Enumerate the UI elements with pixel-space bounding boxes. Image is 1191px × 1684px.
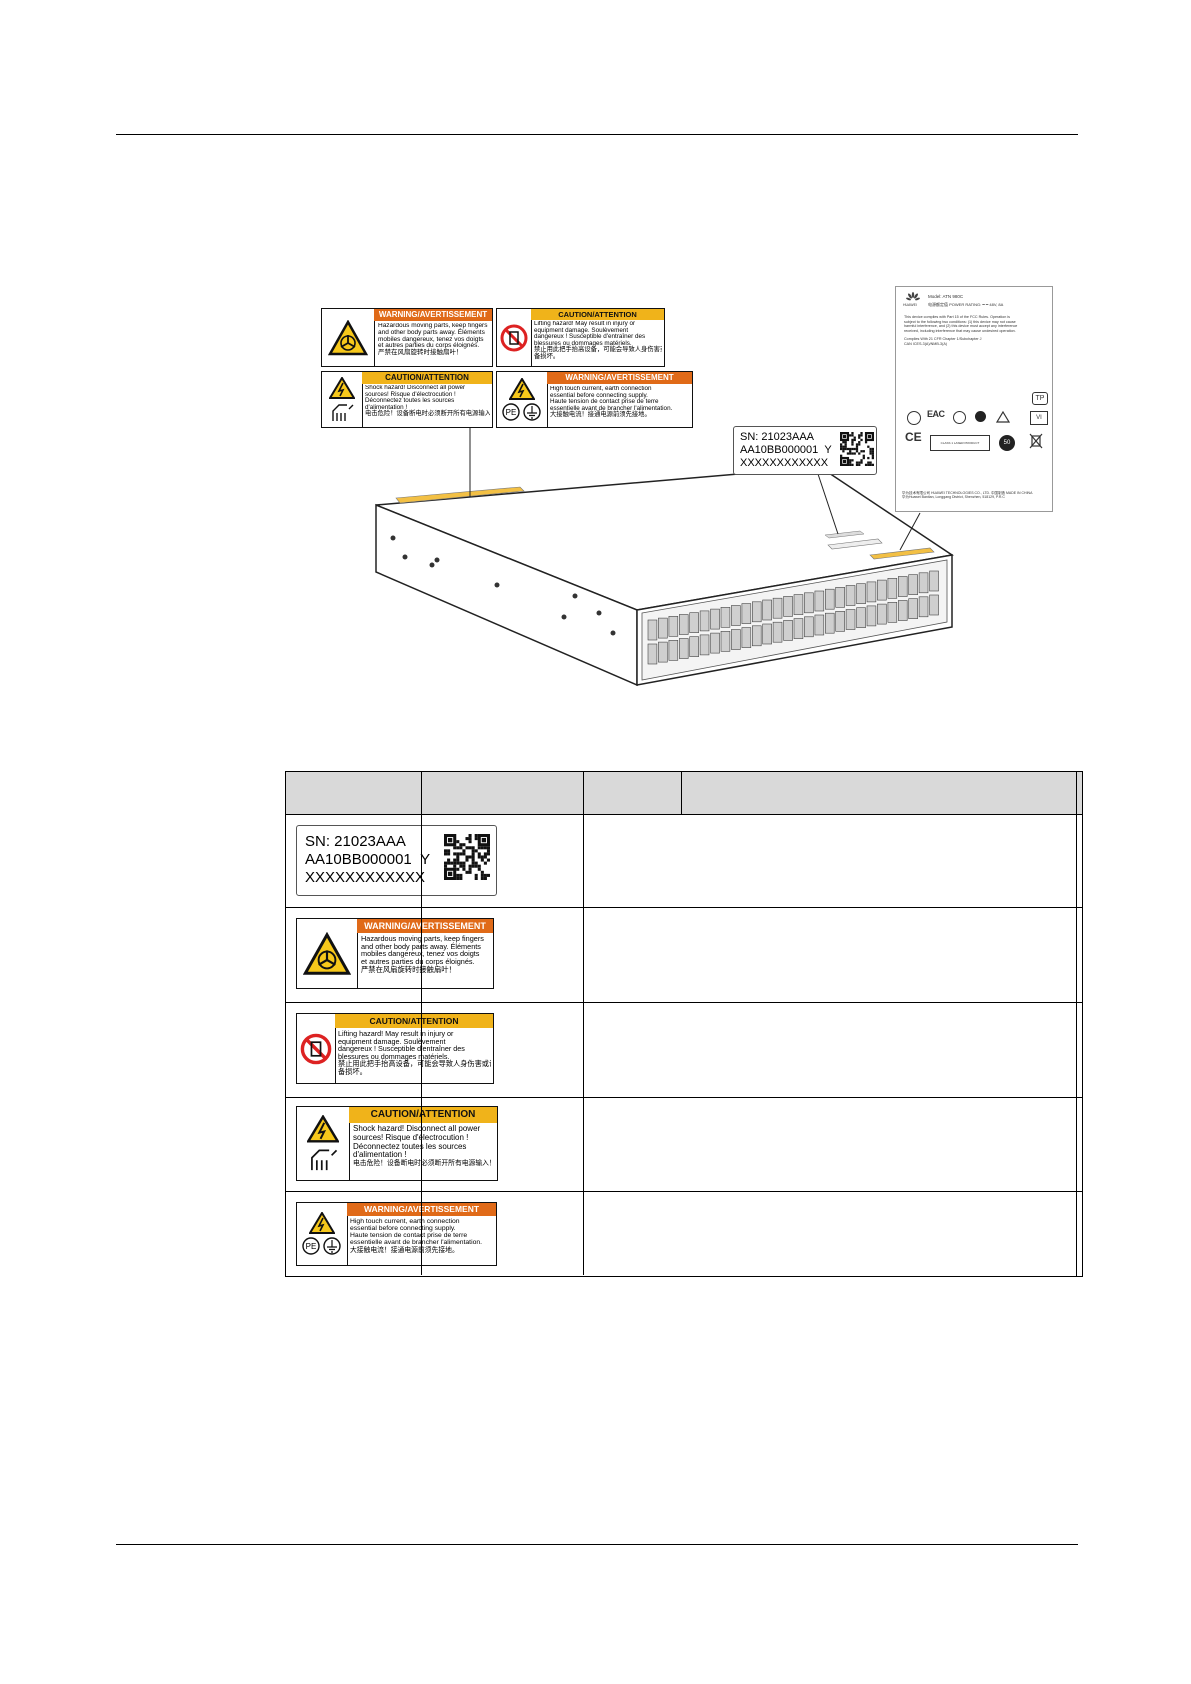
fig-touch-header: WARNING/AVERTISSEMENT bbox=[547, 372, 692, 384]
fig-lifting-header: CAUTION/ATTENTION bbox=[531, 309, 664, 320]
table-cell-label: PE WARNING/AVERTISSEMENT High touch curr… bbox=[284, 1191, 1078, 1277]
table-cell-label: CAUTION/ATTENTION Lifting hazard! May re… bbox=[284, 1002, 1078, 1098]
table-lifting-label: CAUTION/ATTENTION Lifting hazard! May re… bbox=[296, 1013, 494, 1084]
laser-class-box: CLASS 1 LASER PRODUCT bbox=[930, 435, 990, 451]
recycle-mark-icon bbox=[953, 411, 966, 424]
table-header-row bbox=[285, 771, 1083, 815]
nameplate-model: Model: ATN 980C bbox=[928, 294, 964, 299]
fan-hazard-icon bbox=[322, 309, 375, 366]
huawei-logo-icon bbox=[906, 292, 920, 302]
table-row: SN: 21023AAA AA10BB000001 Y XXXXXXXXXXXX bbox=[284, 814, 1083, 908]
table-cell-description bbox=[1076, 1002, 1083, 1098]
table-fan-label: WARNING/AVERTISSEMENT Hazardous moving p… bbox=[296, 918, 494, 989]
weee-bin-icon bbox=[1029, 432, 1043, 451]
table-shock-header: CAUTION/ATTENTION bbox=[349, 1107, 497, 1123]
tp-mark-icon: TP bbox=[1032, 392, 1048, 405]
device-illustration bbox=[375, 466, 954, 687]
table-header-cell bbox=[680, 771, 1078, 815]
table-fan-header: WARNING/AVERTISSEMENT bbox=[357, 919, 493, 933]
fig-fan-label: WARNING/AVERTISSEMENT Hazardous moving p… bbox=[321, 308, 493, 367]
nameplate-label: HUAWEI Model: ATN 980C 电源额定值 POWER RATIN… bbox=[895, 286, 1053, 512]
table-row: WARNING/AVERTISSEMENT Hazardous moving p… bbox=[284, 907, 1083, 1003]
nameplate-power: 电源额定值 POWER RATING: ━ ━ 48V, 8A bbox=[928, 302, 1004, 307]
table-column-divider bbox=[421, 771, 422, 1275]
table-lifting-header: CAUTION/ATTENTION bbox=[335, 1014, 493, 1028]
fifty-year-mark-icon: 50 bbox=[999, 435, 1015, 451]
table-header-cell bbox=[285, 771, 682, 815]
sn-line-3: XXXXXXXXXXXX bbox=[740, 457, 829, 469]
fig-touch-label: PE WARNING/AVERTISSEMENT High touch curr… bbox=[496, 371, 693, 428]
vi-mark-icon: VI bbox=[1030, 411, 1048, 425]
table-cell-description bbox=[1076, 1097, 1083, 1192]
table-cell-description bbox=[1076, 907, 1083, 1003]
table-shock-label: CAUTION/ATTENTION Shock hazard! Disconne… bbox=[296, 1106, 498, 1181]
table-cell-label: CAUTION/ATTENTION Shock hazard! Disconne… bbox=[284, 1097, 1078, 1192]
labels-table: SN: 21023AAA AA10BB000001 Y XXXXXXXXXXXX… bbox=[284, 771, 1083, 1277]
eac-mark-icon: EAC bbox=[927, 409, 945, 419]
sn-line-2: AA10BB000001 Y bbox=[305, 851, 431, 868]
qr-code-icon bbox=[444, 834, 490, 888]
shock-hazard-icon bbox=[297, 1107, 350, 1180]
fig-sn-label: SN: 21023AAA AA10BB000001 Y XXXXXXXXXXXX bbox=[733, 426, 877, 475]
nameplate-brand: HUAWEI bbox=[903, 303, 917, 307]
lifting-hazard-icon bbox=[497, 309, 532, 366]
sn-line-3: XXXXXXXXXXXX bbox=[305, 869, 426, 886]
sn-line-1: SN: 21023AAA bbox=[305, 833, 406, 850]
qr-code-icon bbox=[840, 432, 874, 470]
svg-text:PE: PE bbox=[506, 408, 517, 417]
warning-triangle-mark-icon bbox=[995, 410, 1011, 424]
sn-line-2: AA10BB000001 Y bbox=[740, 444, 832, 456]
table-touch-label: PE WARNING/AVERTISSEMENT High touch curr… bbox=[296, 1202, 497, 1266]
touch-current-icon: PE bbox=[297, 1203, 348, 1265]
table-cell-description bbox=[1076, 1191, 1083, 1277]
header-rule bbox=[116, 134, 1078, 135]
ce-mark-icon: CE bbox=[905, 430, 922, 444]
fig-shock-label: CAUTION/ATTENTION Shock hazard! Disconne… bbox=[321, 371, 493, 428]
table-sn-label: SN: 21023AAA AA10BB000001 Y XXXXXXXXXXXX bbox=[296, 825, 497, 896]
fig-shock-header: CAUTION/ATTENTION bbox=[362, 372, 492, 384]
nameplate-footer: 华为技术有限公司 HUAWEI TECHNOLOGIES CO., LTD. 中… bbox=[902, 491, 1033, 500]
china-rohs-mark-icon bbox=[975, 411, 986, 422]
nameplate-comply: Complies With 21 CFR Chapter 1/Subchapte… bbox=[904, 337, 982, 346]
table-row: CAUTION/ATTENTION Shock hazard! Disconne… bbox=[284, 1097, 1083, 1192]
svg-text:PE: PE bbox=[306, 1242, 317, 1251]
shock-hazard-icon bbox=[322, 372, 363, 427]
touch-current-icon: PE bbox=[497, 372, 548, 427]
table-row: PE WARNING/AVERTISSEMENT High touch curr… bbox=[284, 1191, 1083, 1277]
nameplate-fcc: This device complies with Part 15 of the… bbox=[904, 315, 1018, 333]
table-row: CAUTION/ATTENTION Lifting hazard! May re… bbox=[284, 1002, 1083, 1098]
fig-lifting-label: CAUTION/ATTENTION Lifting hazard! May re… bbox=[496, 308, 665, 367]
fan-hazard-icon bbox=[297, 919, 358, 988]
etl-mark-icon bbox=[907, 411, 921, 425]
lifting-hazard-icon bbox=[297, 1014, 336, 1083]
fig-fan-header: WARNING/AVERTISSEMENT bbox=[374, 309, 492, 321]
sn-line-1: SN: 21023AAA bbox=[740, 431, 814, 443]
table-cell-label: SN: 21023AAA AA10BB000001 Y XXXXXXXXXXXX bbox=[284, 814, 1078, 908]
table-column-divider bbox=[583, 771, 584, 1275]
table-cell-description bbox=[1076, 814, 1083, 908]
table-cell-label: WARNING/AVERTISSEMENT Hazardous moving p… bbox=[284, 907, 1078, 1003]
table-header-cell bbox=[1076, 771, 1083, 815]
footer-rule bbox=[116, 1544, 1078, 1545]
